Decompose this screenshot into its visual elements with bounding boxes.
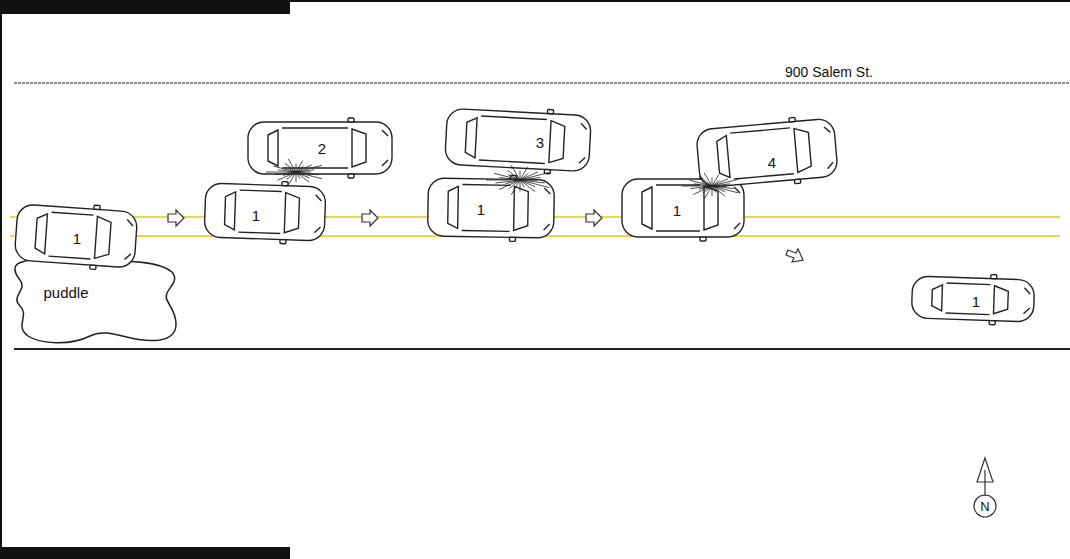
vehicle-number: 4 (768, 155, 776, 170)
header-bar (0, 0, 290, 14)
car-outline (427, 174, 554, 242)
north-letter: N (980, 500, 989, 513)
vehicle-number: 1 (252, 208, 260, 223)
road-edge (14, 82, 1070, 84)
travel-arrows (168, 210, 803, 262)
vehicle-number: 2 (318, 141, 326, 156)
car-outline (911, 272, 1035, 326)
puddle-outline (15, 259, 176, 342)
street-name: 900 Salem St. (785, 65, 873, 79)
frame-line (290, 0, 1070, 2)
vehicle-number: 1 (972, 294, 980, 309)
car-outline (14, 200, 138, 272)
car-outline (204, 179, 326, 245)
car-outline (248, 118, 392, 178)
frame-line (0, 14, 2, 547)
puddle-label: puddle (43, 285, 88, 300)
footer-bar (0, 547, 290, 559)
vehicle-number: 1 (73, 231, 81, 246)
impact-marks (266, 159, 738, 199)
car-outline (444, 104, 591, 175)
vehicle-number: 3 (536, 135, 544, 150)
car-outline (695, 114, 838, 192)
road-edge (14, 348, 1070, 350)
vehicle-number: 1 (673, 203, 681, 218)
north-arrow (974, 458, 996, 517)
vehicle-number: 1 (477, 202, 485, 217)
